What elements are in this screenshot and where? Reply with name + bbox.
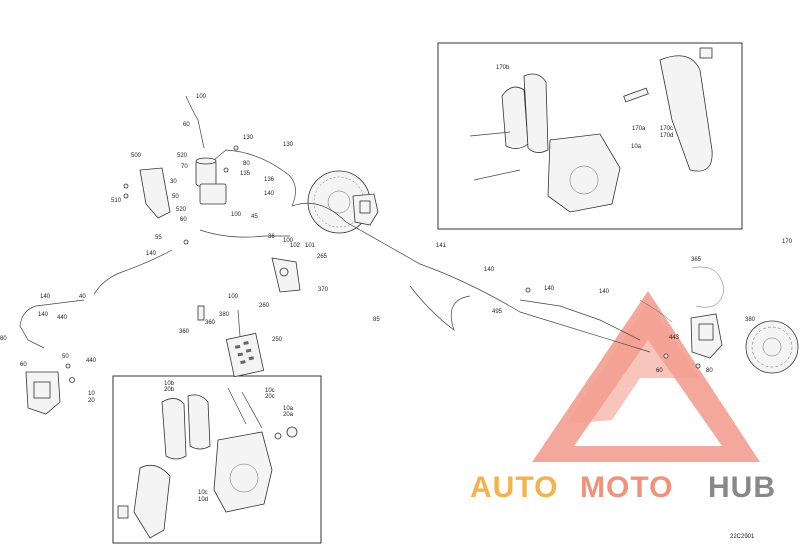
- callout-label: 40: [79, 294, 86, 300]
- callout-label: 360: [205, 320, 216, 326]
- callout-label: 10b: [164, 381, 175, 387]
- callout-label: 443: [669, 335, 680, 341]
- callout-label: 130: [243, 135, 254, 141]
- callout-label: 140: [264, 191, 275, 197]
- callout-label: 510: [111, 198, 122, 204]
- callout-label: 50: [62, 354, 69, 360]
- callout-label: 170a: [632, 126, 646, 132]
- callout-label: 360: [179, 329, 190, 335]
- callout-label: 520: [176, 207, 187, 213]
- pedal-linkage: [271, 257, 301, 293]
- callout-label: 100: [196, 94, 207, 100]
- callout-label: 80: [0, 336, 7, 342]
- callout-label: 20a: [283, 412, 294, 418]
- callout-label: 10c: [265, 388, 275, 394]
- callout-label: 440: [86, 358, 97, 364]
- callout-label: 260: [259, 303, 270, 309]
- callout-label: 55: [155, 235, 162, 241]
- watermark-hub: HUB: [708, 471, 776, 504]
- callout-label: 520: [177, 153, 188, 159]
- callout-label: 365: [691, 257, 702, 263]
- callout-label: 80: [706, 368, 713, 374]
- callout-label: 140: [40, 294, 51, 300]
- callout-label: 170b: [496, 65, 510, 71]
- detail-box-front-caliper: [112, 375, 322, 544]
- callout-label: 30: [170, 179, 177, 185]
- small-hardware: [65, 145, 701, 383]
- rear-brake-disc: [745, 320, 799, 374]
- callout-labels: 100 60 130 130 500 520 80 135 70 30 136 510 50 140 520…: [0, 65, 793, 503]
- master-cylinder: [195, 157, 227, 205]
- callout-label: 36: [268, 234, 275, 240]
- brake-lines: [19, 95, 673, 353]
- master-cylinder-bracket: [139, 167, 171, 219]
- callout-label: 100: [231, 212, 242, 218]
- callout-label: 140: [599, 289, 610, 295]
- callout-label: 85: [373, 317, 380, 323]
- callout-label: 141: [436, 243, 447, 249]
- front-left-caliper: [25, 371, 61, 415]
- callout-label: 140: [38, 312, 49, 318]
- rear-caliper: [690, 313, 723, 359]
- callout-label: 70: [181, 164, 188, 170]
- callout-label: 495: [492, 309, 503, 315]
- callout-label: 100: [228, 294, 239, 300]
- callout-label: 45: [251, 214, 258, 220]
- callout-label: 170c: [660, 126, 673, 132]
- front-caliper-detail: [117, 387, 298, 539]
- callout-label: 380: [745, 317, 756, 323]
- callout-label: 60: [656, 368, 663, 374]
- callout-label: 20: [88, 398, 95, 404]
- callout-label: 60: [20, 362, 27, 368]
- detail-box-rear-caliper: [437, 42, 743, 230]
- callout-label: 60: [180, 217, 187, 223]
- callout-label: 135: [240, 171, 251, 177]
- callout-label: 500: [131, 153, 142, 159]
- callout-label: 140: [544, 286, 555, 292]
- front-right-caliper: [352, 193, 379, 226]
- brake-pedal: [225, 309, 265, 378]
- callout-label: 20c: [265, 394, 275, 400]
- callout-label: 440: [57, 315, 68, 321]
- callout-label: 10: [88, 391, 95, 397]
- watermark-auto: AUTO: [470, 471, 558, 504]
- callout-label: 140: [146, 251, 157, 257]
- callout-label: 136: [264, 177, 275, 183]
- watermark-moto: MOTO: [580, 471, 673, 504]
- watermark-text: AUTO MOTO HUB: [470, 471, 776, 504]
- callout-label: 10c: [198, 490, 208, 496]
- callout-label: 50: [172, 194, 179, 200]
- rear-caliper-detail: [469, 47, 713, 213]
- callout-label: 250: [272, 337, 283, 343]
- callout-label: 100: [283, 238, 294, 244]
- rear-disc-shield: [691, 266, 725, 308]
- callout-label: 60: [183, 122, 190, 128]
- watermark-logo-triangle: [532, 291, 760, 462]
- callout-label: 80: [243, 161, 250, 167]
- callout-label: 130: [283, 142, 294, 148]
- callout-label: 10d: [198, 497, 208, 503]
- callout-label: 140: [484, 267, 495, 273]
- callout-label: 265: [317, 254, 328, 260]
- callout-label: 170: [782, 239, 793, 245]
- diagram-code: 22C2901: [730, 534, 755, 540]
- callout-label: 370: [318, 287, 329, 293]
- callout-label: 10a: [631, 144, 642, 150]
- callout-label: 170d: [660, 133, 673, 139]
- callout-label: 380: [219, 312, 230, 318]
- callout-label: 101: [305, 243, 316, 249]
- callout-label: 20b: [164, 387, 175, 393]
- callout-label: 10a: [283, 406, 294, 412]
- callout-label: 102: [290, 243, 301, 249]
